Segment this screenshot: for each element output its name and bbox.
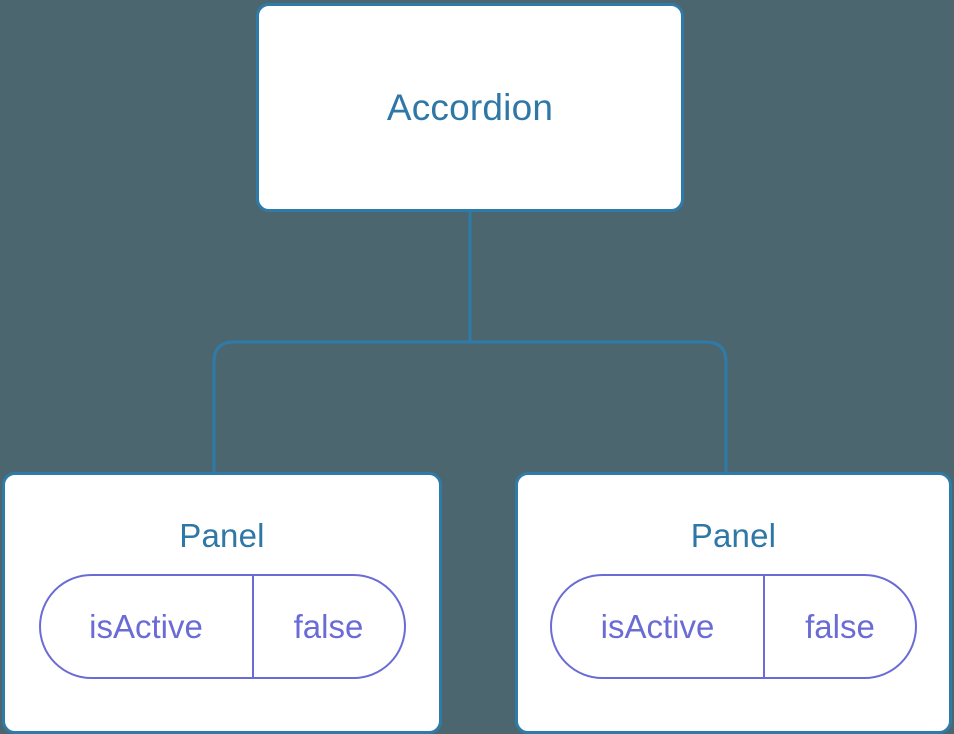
state-key-panel-0: isActive bbox=[41, 576, 254, 677]
node-accordion[interactable]: Accordion bbox=[256, 3, 684, 212]
state-value-panel-0: false bbox=[293, 608, 364, 645]
node-panel-0-label: Panel bbox=[179, 517, 265, 554]
node-accordion-label: Accordion bbox=[386, 87, 554, 128]
node-panel-1[interactable]: Panel isActive false bbox=[515, 472, 952, 734]
state-key-panel-1: isActive bbox=[552, 576, 765, 677]
node-panel-0[interactable]: Panel isActive false bbox=[2, 472, 442, 734]
state-value-panel-1: false bbox=[805, 608, 875, 645]
state-pill-panel-0[interactable]: isActive false bbox=[38, 574, 406, 679]
node-panel-1-label: Panel bbox=[690, 517, 777, 554]
edge-bus-to-children bbox=[212, 340, 728, 473]
state-pill-panel-1[interactable]: isActive false bbox=[550, 574, 917, 679]
